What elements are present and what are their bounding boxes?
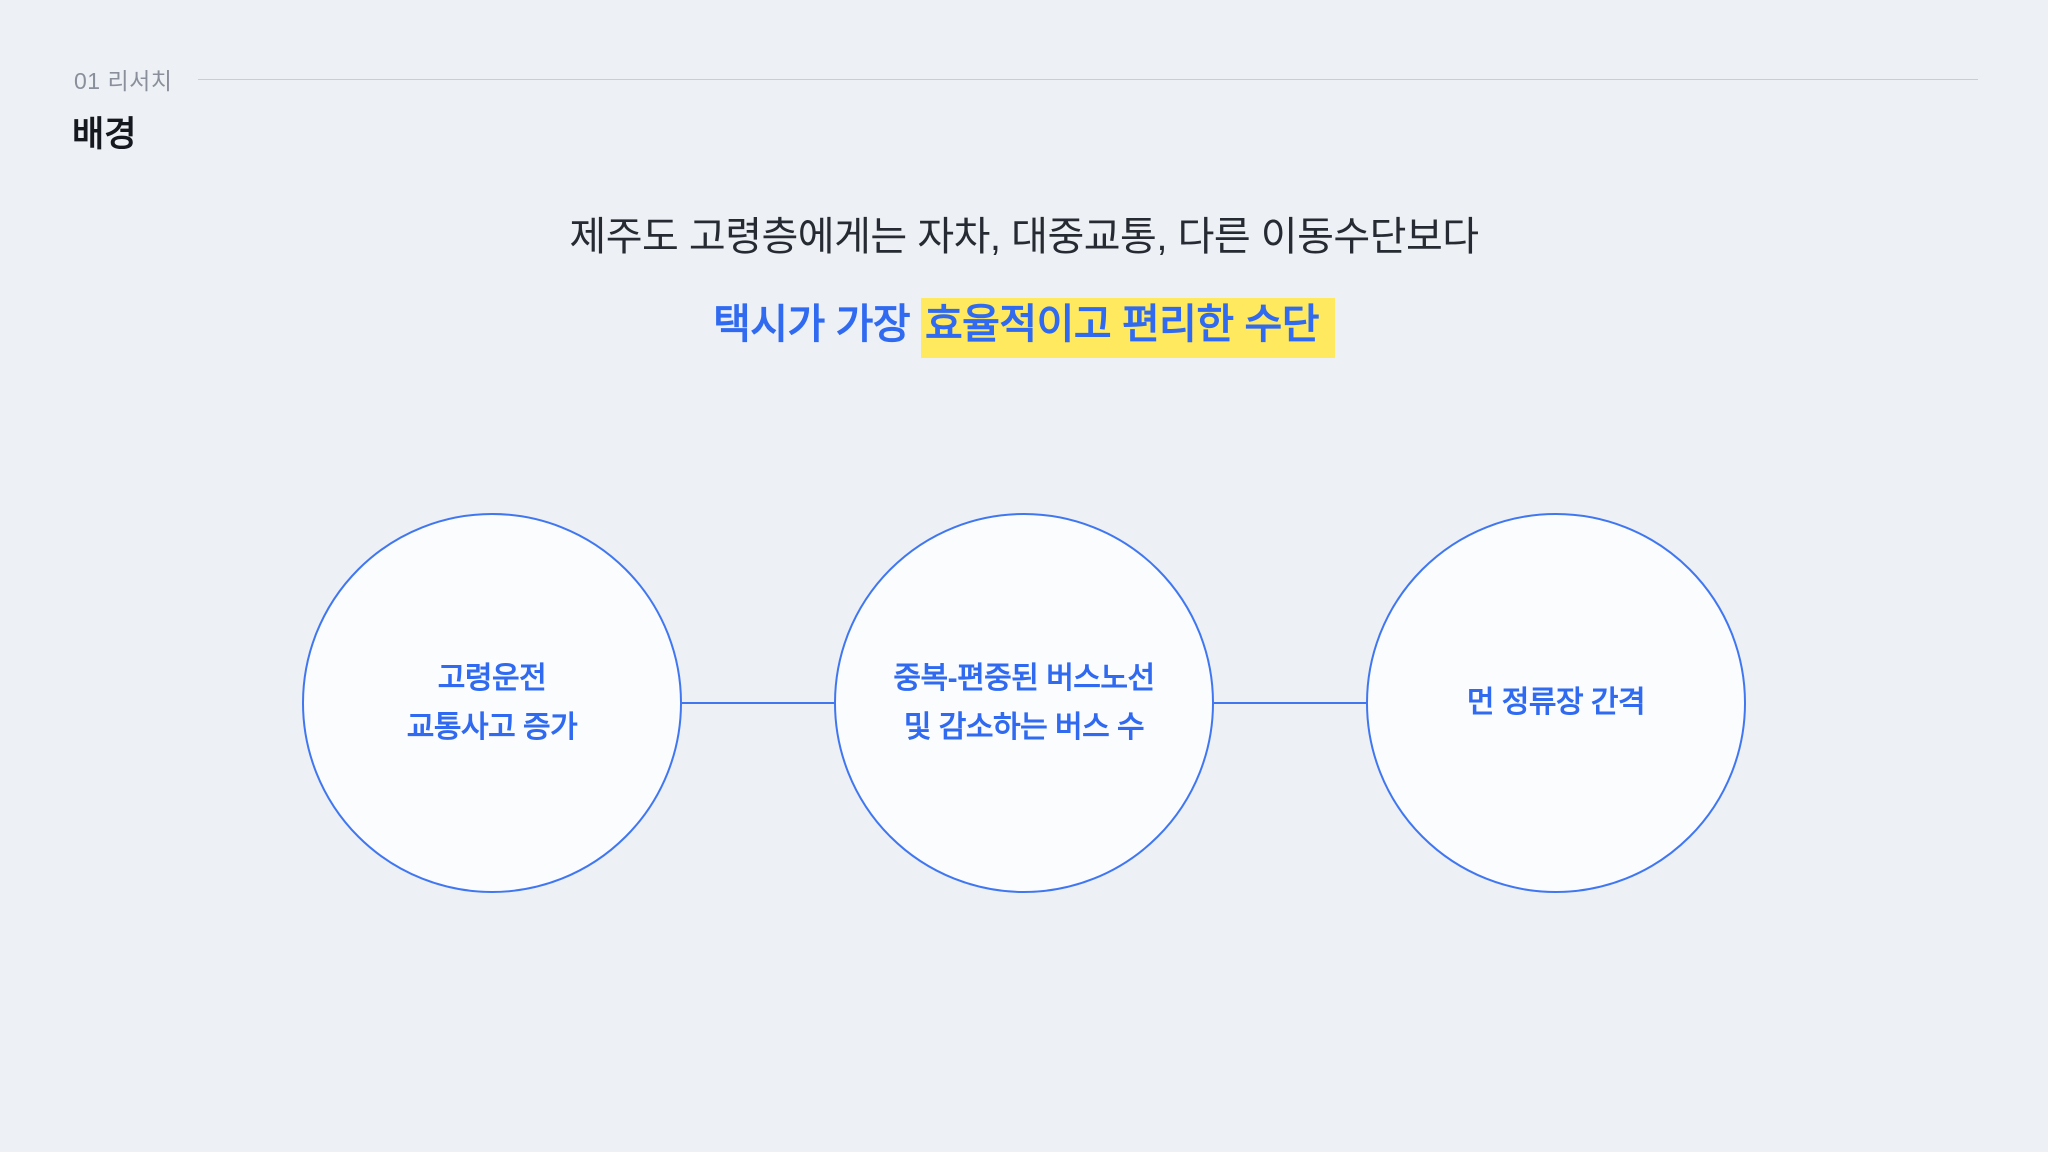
slide-header: 01 리서치: [74, 62, 1978, 96]
diagram: 고령운전 교통사고 증가 중복-편중된 버스노선 및 감소하는 버스 수 먼 정…: [0, 513, 2048, 893]
connector-line-2: [1214, 702, 1366, 704]
headline-line2: 택시가 가장 효율적이고 편리한 수단: [0, 290, 2048, 358]
page-title: 배경: [72, 115, 137, 154]
diagram-node-bus-routes-label: 중복-편중된 버스노선 및 감소하는 버스 수: [893, 661, 1155, 745]
headline-highlight: 효율적이고 편리한 수단: [920, 298, 1335, 358]
diagram-node-stop-distance-label: 먼 정류장 간격: [1466, 686, 1646, 720]
header-divider: [198, 78, 1978, 80]
connector-line-1: [682, 702, 834, 704]
diagram-node-bus-routes: 중복-편중된 버스노선 및 감소하는 버스 수: [834, 513, 1214, 893]
section-label: 01 리서치: [74, 68, 173, 94]
headline: 제주도 고령층에게는 자차, 대중교통, 다른 이동수단보다 택시가 가장 효율…: [0, 204, 2048, 358]
headline-line1: 제주도 고령층에게는 자차, 대중교통, 다른 이동수단보다: [569, 215, 1479, 259]
diagram-node-elderly-accidents: 고령운전 교통사고 증가: [302, 513, 682, 893]
diagram-node-elderly-accidents-label: 고령운전 교통사고 증가: [406, 661, 578, 745]
headline-line2-prefix: 택시가 가장: [713, 301, 921, 347]
diagram-node-stop-distance: 먼 정류장 간격: [1366, 513, 1746, 893]
